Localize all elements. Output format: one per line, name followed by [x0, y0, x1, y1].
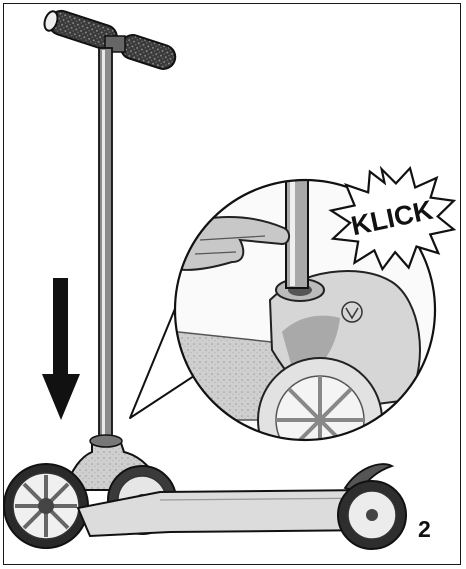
- down-arrow-icon: [42, 278, 80, 420]
- step-number: 2: [418, 518, 431, 541]
- steering-stem: [99, 48, 112, 438]
- rear-wheel: [338, 464, 406, 549]
- front-wheel-left: [4, 464, 88, 548]
